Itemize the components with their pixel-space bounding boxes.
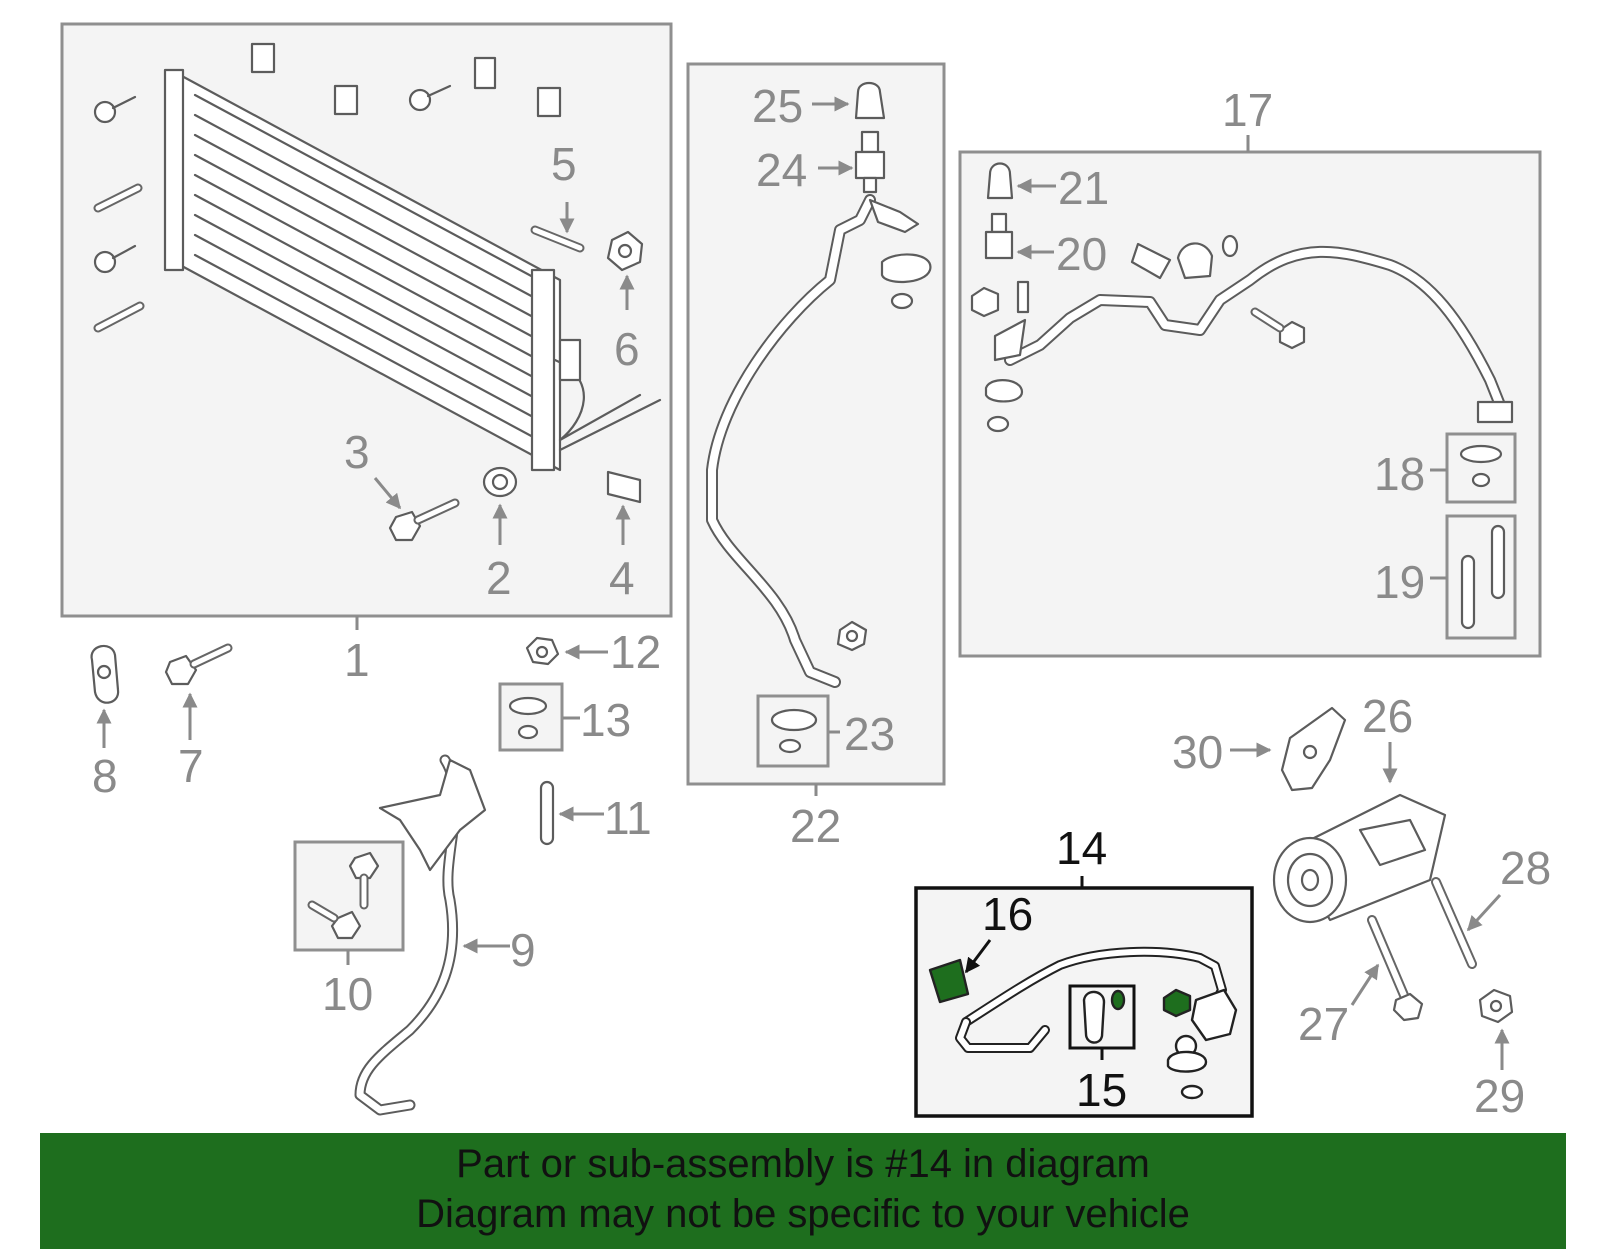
group-box-22: [686, 62, 946, 786]
callout-24: 24: [756, 144, 807, 196]
callout-2: 2: [486, 552, 512, 604]
callout-9: 9: [510, 924, 536, 976]
callout-14: 14: [1056, 822, 1107, 874]
callout-13: 13: [580, 694, 631, 746]
callout-23: 23: [844, 708, 895, 760]
callout-7: 7: [178, 740, 204, 792]
callout-12: 12: [610, 626, 661, 678]
callout-10: 10: [322, 968, 373, 1020]
callout-4: 4: [609, 552, 635, 604]
callout-19: 19: [1374, 556, 1425, 608]
callout-15: 15: [1076, 1064, 1127, 1116]
callout-16: 16: [982, 888, 1033, 940]
callout-11: 11: [604, 792, 652, 844]
callout-5: 5: [551, 138, 577, 190]
callout-17: 17: [1222, 84, 1273, 136]
line-17-drawing: [970, 162, 1514, 433]
callout-25: 25: [752, 80, 803, 132]
callout-26: 26: [1362, 690, 1413, 742]
callout-20: 20: [1056, 228, 1107, 280]
callout-27: 27: [1298, 998, 1349, 1050]
callout-21: 21: [1058, 162, 1109, 214]
clip-parts: [250, 42, 562, 118]
notice-line-2: Diagram may not be specific to your vehi…: [416, 1192, 1190, 1236]
callout-29: 29: [1474, 1070, 1525, 1122]
condenser-drawing: [163, 68, 662, 472]
compressor-drawing: [1272, 793, 1447, 924]
callout-1: 1: [344, 634, 370, 686]
line-14-drawing: [928, 946, 1238, 1100]
callout-3: 3: [344, 426, 370, 478]
callout-28: 28: [1500, 842, 1551, 894]
callout-6: 6: [614, 323, 640, 375]
notice-banner: Part or sub-assembly is #14 in diagram D…: [40, 1133, 1566, 1249]
callout-22: 22: [790, 800, 841, 852]
callout-8: 8: [92, 750, 118, 802]
notice-line-1: Part or sub-assembly is #14 in diagram: [456, 1142, 1150, 1186]
line-22-drawing: [706, 81, 932, 688]
line-9-drawing: [354, 754, 487, 1116]
callout-18: 18: [1374, 448, 1425, 500]
bolt-parts: [93, 84, 452, 333]
group-box-17: [958, 150, 1542, 658]
callout-30: 30: [1172, 726, 1223, 778]
